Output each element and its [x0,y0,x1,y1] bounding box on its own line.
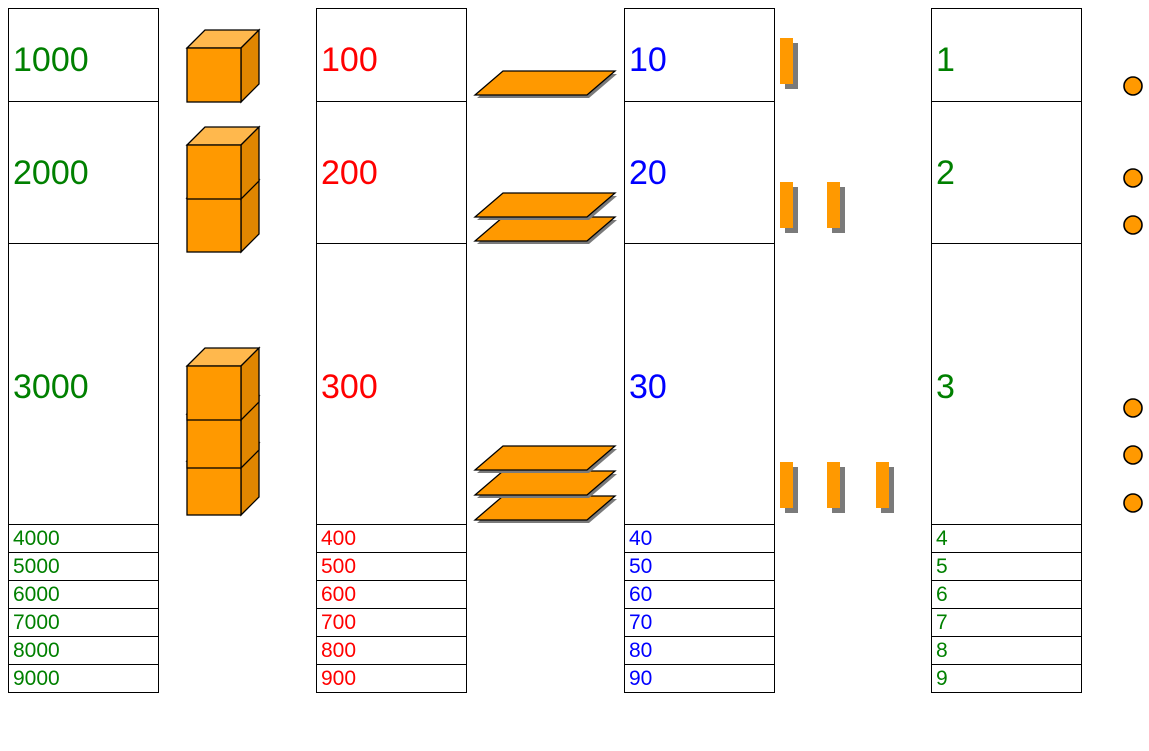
cell-20: 20 [624,102,775,244]
cell-5000: 5000 [8,553,159,581]
cell-7: 7 [931,609,1082,637]
cell-3000: 3000 [8,244,159,525]
cell-8: 8 [931,637,1082,665]
unit-dot-icon [1123,445,1143,465]
hundred-flat-icon [474,192,618,221]
cell-200: 200 [316,102,467,244]
cell-6: 6 [931,581,1082,609]
hundred-flat-icon [474,495,618,524]
cell-900: 900 [316,665,467,693]
cell-30: 30 [624,244,775,525]
cell-9: 9 [931,665,1082,693]
cell-4000: 4000 [8,525,159,553]
cell-6000: 6000 [8,581,159,609]
cell-2000: 2000 [8,102,159,244]
unit-dot-icon [1123,168,1143,188]
cell-70: 70 [624,609,775,637]
cell-1000: 1000 [8,8,159,102]
cell-9000: 9000 [8,665,159,693]
cell-3: 3 [931,244,1082,525]
cell-300: 300 [316,244,467,525]
hundred-flat-icon [474,470,618,499]
cell-5: 5 [931,553,1082,581]
cell-600: 600 [316,581,467,609]
cell-4: 4 [931,525,1082,553]
cell-50: 50 [624,553,775,581]
hundreds-column: 100 200 300 400 500 600 700 800 900 [316,8,467,693]
hundred-flat-icon [474,70,618,99]
cell-40: 40 [624,525,775,553]
ten-rod-icon [780,462,798,513]
cell-90: 90 [624,665,775,693]
thousand-cube-icon [186,29,260,103]
cell-80: 80 [624,637,775,665]
thousands-column: 1000 2000 3000 4000 5000 6000 7000 8000 … [8,8,159,693]
hundred-flat-icon [474,216,618,245]
unit-dot-icon [1123,215,1143,235]
cell-7000: 7000 [8,609,159,637]
thousand-cube-icon [186,126,260,200]
cell-100: 100 [316,8,467,102]
unit-dot-icon [1123,76,1143,96]
cell-700: 700 [316,609,467,637]
ones-column: 1 2 3 4 5 6 7 8 9 [931,8,1082,693]
ten-rod-icon [780,38,798,89]
hundred-flat-icon [474,445,618,474]
unit-dot-icon [1123,493,1143,513]
thousand-cube-icon [186,347,260,421]
tens-column: 10 20 30 40 50 60 70 80 90 [624,8,775,693]
cell-400: 400 [316,525,467,553]
ten-rod-icon [876,462,894,513]
cell-8000: 8000 [8,637,159,665]
cell-1: 1 [931,8,1082,102]
cell-500: 500 [316,553,467,581]
ten-rod-icon [827,462,845,513]
cell-10: 10 [624,8,775,102]
ten-rod-icon [780,182,798,233]
unit-dot-icon [1123,398,1143,418]
cell-2: 2 [931,102,1082,244]
ten-rod-icon [827,182,845,233]
cell-60: 60 [624,581,775,609]
cell-800: 800 [316,637,467,665]
